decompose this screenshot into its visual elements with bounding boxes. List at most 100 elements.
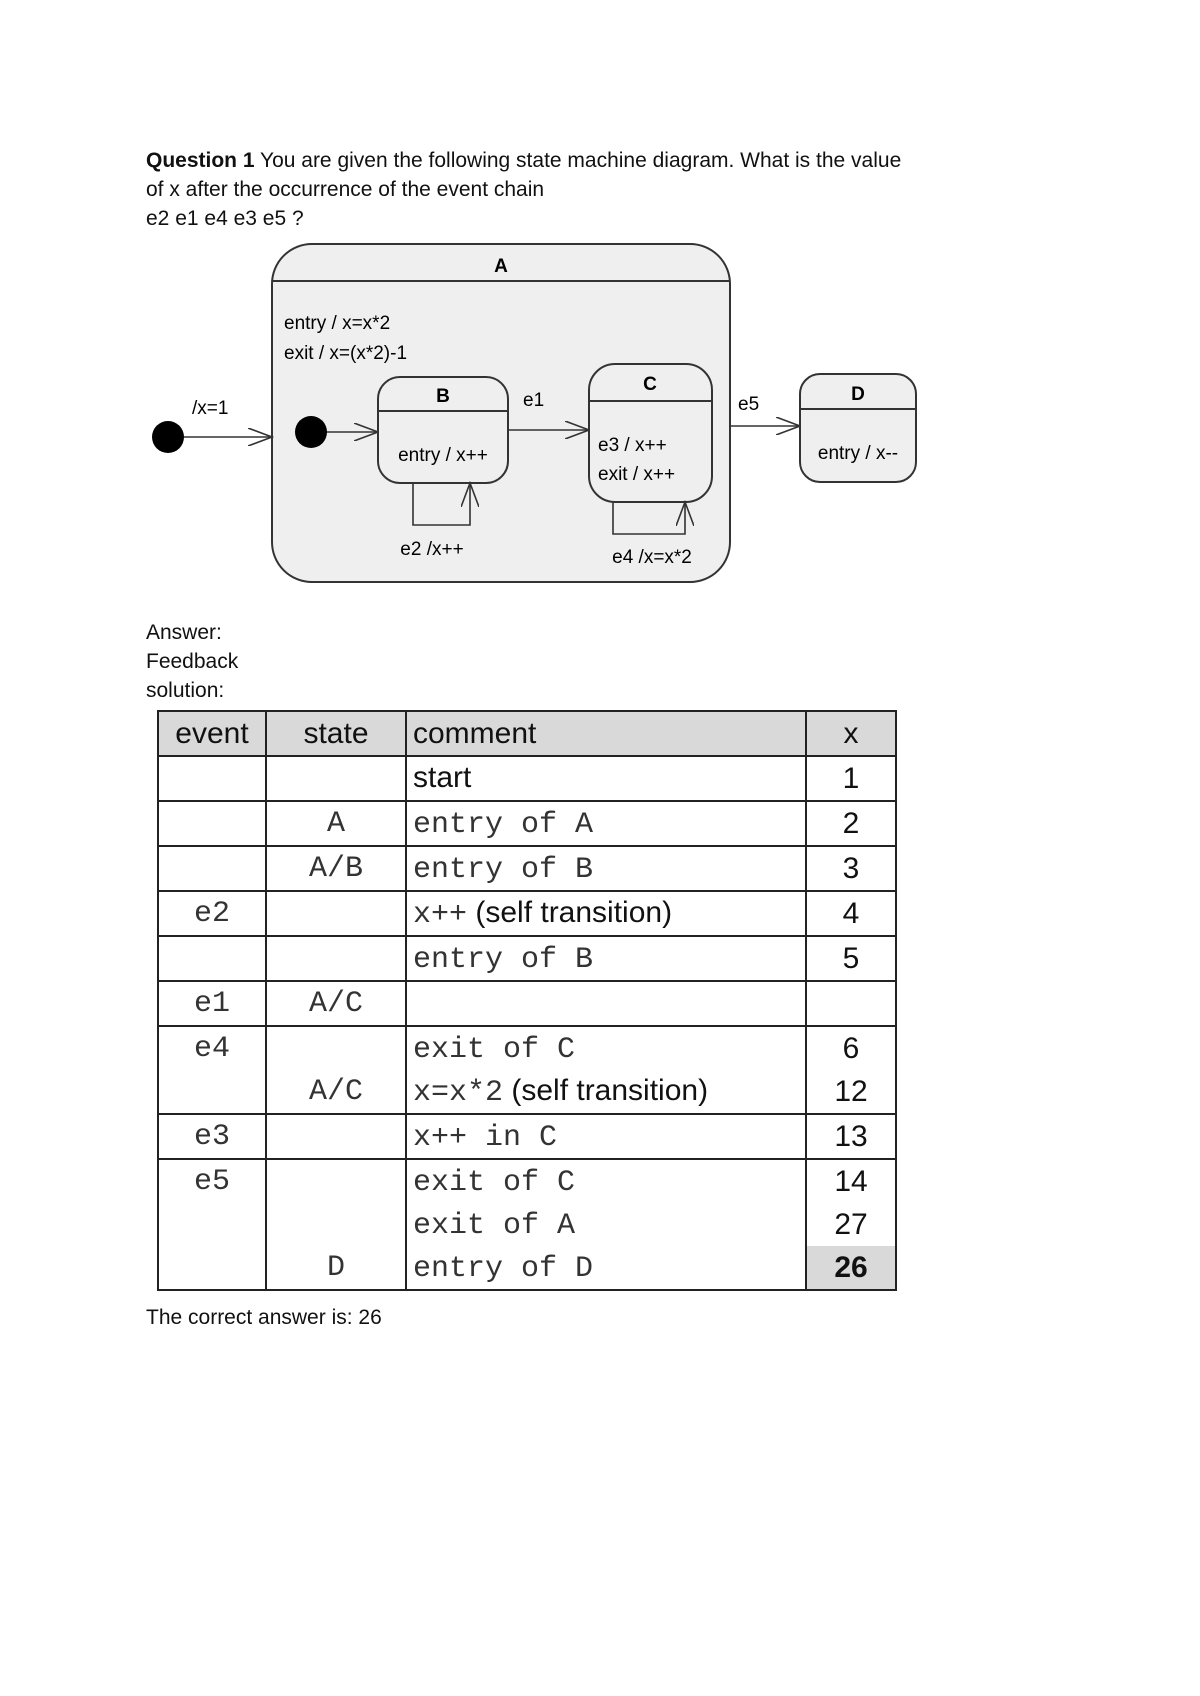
question-label: Question 1	[146, 149, 255, 172]
comment-sans: (self transition)	[467, 895, 673, 929]
cell-state	[265, 755, 407, 802]
state-b-self-transition	[412, 483, 470, 526]
cell-comment: exit of A	[405, 1203, 807, 1246]
cell-event	[157, 1246, 267, 1291]
state-d-box	[799, 373, 917, 483]
state-a-exit: exit / x=(x*2)-1	[284, 343, 407, 364]
cell-comment: x++ (self transition)	[405, 890, 807, 937]
cell-event: e2	[157, 890, 267, 937]
cell-comment: entry of A	[405, 800, 807, 847]
transition-e1-label: e1	[523, 390, 544, 411]
comment-mono: exit of A	[413, 1208, 576, 1243]
solution-table: event state comment x start 1 A entry of…	[157, 710, 897, 1291]
cell-x	[805, 980, 897, 1027]
cell-comment: x=x*2 (self transition)	[405, 1070, 807, 1115]
state-d-name: D	[851, 384, 865, 405]
table-row: A/B entry of B 3	[157, 845, 897, 892]
cell-comment: entry of D	[405, 1246, 807, 1291]
cell-state: A	[265, 800, 407, 847]
state-c-line2: exit / x++	[598, 464, 675, 485]
table-header-row: event state comment x	[157, 710, 897, 757]
state-a-entry: entry / x=x*2	[284, 313, 390, 334]
comment-mono: entry of B	[413, 852, 594, 887]
cell-x-final: 26	[805, 1246, 897, 1291]
cell-x: 13	[805, 1113, 897, 1160]
cell-event	[157, 800, 267, 847]
state-b-name: B	[436, 386, 450, 407]
question-line-2: of x after the occurrence of the event c…	[146, 178, 545, 201]
cell-event	[157, 1203, 267, 1246]
cell-x: 27	[805, 1203, 897, 1246]
comment-mono: entry of B	[413, 942, 594, 977]
state-b-entry: entry / x++	[398, 445, 488, 466]
state-c-self-transition	[612, 502, 685, 535]
cell-state	[265, 1158, 407, 1203]
cell-event: e3	[157, 1113, 267, 1160]
comment-mono: exit of C	[413, 1032, 576, 1067]
cell-x: 6	[805, 1025, 897, 1070]
cell-comment: entry of B	[405, 935, 807, 982]
state-c-box	[588, 363, 713, 503]
table-row: e2 x++ (self transition) 4	[157, 890, 897, 937]
header-comment: comment	[405, 710, 807, 757]
cell-comment: exit of C	[405, 1025, 807, 1070]
state-machine-diagram: A entry / x=x*2 exit / x=(x*2)-1 /x=1 B …	[152, 243, 917, 583]
comment-sans: start	[413, 760, 472, 794]
table-row: e4 exit of C 6	[157, 1025, 897, 1070]
cell-x: 12	[805, 1070, 897, 1115]
table-row: entry of B 5	[157, 935, 897, 982]
cell-comment: entry of B	[405, 845, 807, 892]
cell-event	[157, 755, 267, 802]
header-event: event	[157, 710, 267, 757]
table-row: A entry of A 2	[157, 800, 897, 847]
comment-mono: x++	[413, 897, 468, 932]
table-row: D entry of D 26	[157, 1246, 897, 1291]
cell-comment: exit of C	[405, 1158, 807, 1203]
cell-state: D	[265, 1246, 407, 1291]
cell-state	[265, 1203, 407, 1246]
comment-sans: (self transition)	[503, 1073, 709, 1107]
state-c-self-label: e4 /x=x*2	[612, 547, 692, 568]
cell-state	[265, 935, 407, 982]
cell-x: 5	[805, 935, 897, 982]
cell-event: e5	[157, 1158, 267, 1203]
answer-label: Answer:	[146, 621, 222, 644]
initial-action-label: /x=1	[192, 398, 228, 419]
header-state: state	[265, 710, 407, 757]
state-a-name: A	[494, 256, 508, 277]
cell-event	[157, 1070, 267, 1115]
table-row: exit of A 27	[157, 1203, 897, 1246]
table-row: e5 exit of C 14	[157, 1158, 897, 1203]
table-row: e1 A/C	[157, 980, 897, 1027]
cell-state: A/B	[265, 845, 407, 892]
cell-x: 2	[805, 800, 897, 847]
comment-mono: entry of A	[413, 807, 594, 842]
comment-mono: exit of C	[413, 1165, 576, 1200]
transition-e5-label: e5	[738, 394, 759, 415]
cell-comment: start	[405, 755, 807, 802]
feedback-label: Feedback	[146, 650, 239, 673]
table-row: A/C x=x*2 (self transition) 12	[157, 1070, 897, 1115]
question-line-3: e2 e1 e4 e3 e5 ?	[146, 207, 304, 230]
cell-event: e4	[157, 1025, 267, 1070]
cell-state: A/C	[265, 980, 407, 1027]
state-c-line1: e3 / x++	[598, 435, 667, 456]
table-row: e3 x++ in C 13	[157, 1113, 897, 1160]
initial-node-outer	[152, 421, 184, 453]
cell-state	[265, 1025, 407, 1070]
state-c-name: C	[643, 374, 657, 395]
comment-mono: entry of D	[413, 1251, 594, 1286]
solution-label: solution:	[146, 679, 225, 702]
header-x: x	[805, 710, 897, 757]
cell-event	[157, 935, 267, 982]
cell-event	[157, 845, 267, 892]
cell-event: e1	[157, 980, 267, 1027]
cell-comment	[405, 980, 807, 1027]
comment-mono: x=x*2	[413, 1075, 504, 1110]
correct-answer-text: The correct answer is: 26	[146, 1306, 382, 1329]
cell-x: 4	[805, 890, 897, 937]
cell-state: A/C	[265, 1070, 407, 1115]
comment-mono: x++ in C	[413, 1120, 558, 1155]
cell-x: 3	[805, 845, 897, 892]
question-text: Question 1 You are given the following s…	[146, 146, 1006, 233]
